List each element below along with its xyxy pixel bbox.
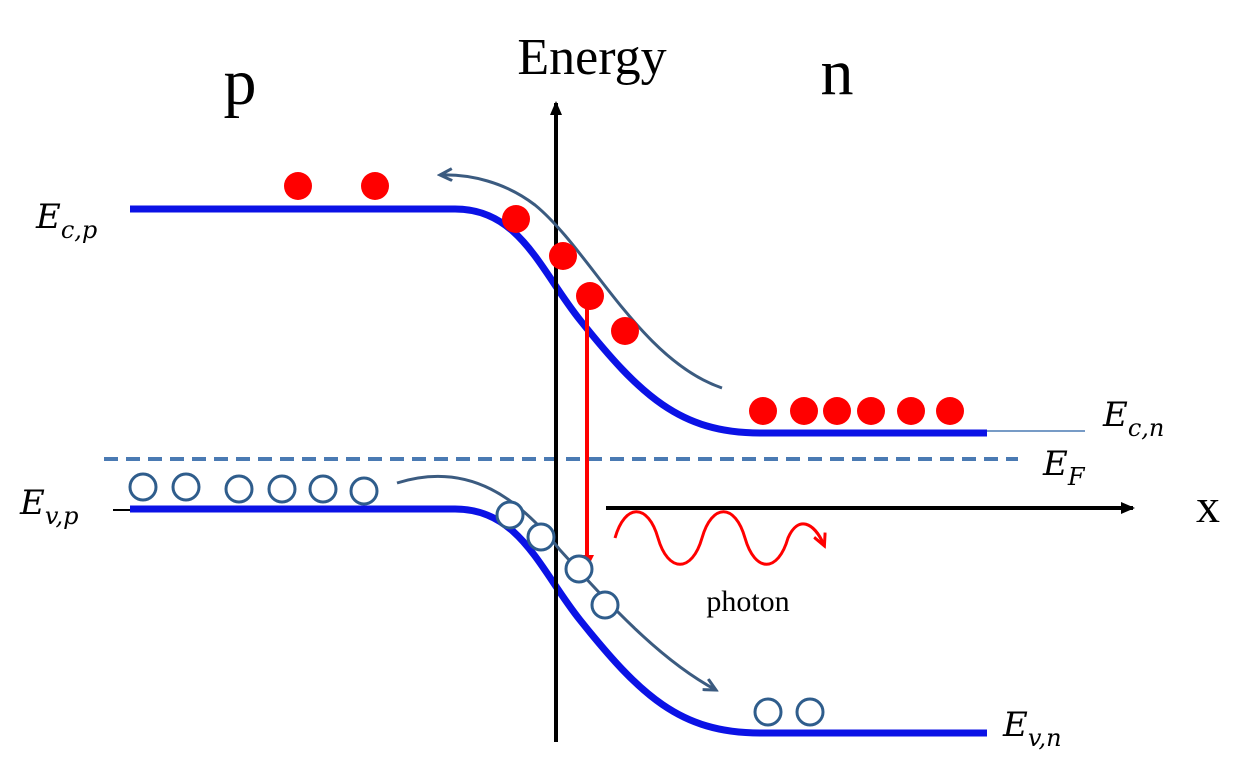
electron (823, 397, 851, 425)
photon-label: photon (706, 585, 789, 618)
ev-p-main: E (19, 483, 45, 523)
ec-p-main: E (35, 197, 61, 237)
electron (549, 242, 577, 270)
valence-band (130, 505, 987, 737)
electron (749, 397, 777, 425)
hole (564, 554, 594, 584)
ev-n-label: Ev,n (1002, 705, 1062, 752)
ev-p-label: Ev,p (19, 483, 79, 530)
photon-wave (613, 510, 824, 566)
ef-sub: F (1067, 463, 1086, 491)
electrons (284, 172, 964, 425)
region-p-label: p (224, 46, 257, 119)
holes (128, 472, 825, 727)
ef-label: EF (1042, 444, 1086, 491)
ec-n-main: E (1102, 395, 1128, 435)
electron (502, 205, 530, 233)
ec-p-label: Ec,p (35, 197, 97, 244)
electron (936, 397, 964, 425)
ec-p-sub: c,p (61, 216, 97, 244)
electron (897, 397, 925, 425)
electron (857, 397, 885, 425)
hole (526, 522, 556, 552)
energy-axis-label: Energy (517, 29, 666, 86)
ev-p-sub: v,p (45, 502, 79, 530)
electron-flow-arrow (440, 175, 723, 390)
hole-flow-arrow (396, 474, 716, 690)
x-axis-label: x (1196, 480, 1220, 533)
electron (576, 282, 604, 310)
hole (753, 697, 783, 727)
hole (267, 474, 297, 504)
hole (349, 476, 379, 506)
hole (128, 472, 158, 502)
electron (284, 172, 312, 200)
conduction-band (130, 205, 987, 437)
electron (790, 397, 818, 425)
electron (611, 317, 639, 345)
hole (590, 590, 620, 620)
hole (795, 697, 825, 727)
hole (224, 474, 254, 504)
ev-n-main: E (1002, 705, 1028, 745)
ec-n-sub: c,n (1128, 414, 1165, 442)
ec-n-label: Ec,n (1102, 395, 1164, 442)
hole (308, 474, 338, 504)
region-n-label: n (821, 36, 854, 109)
hole (495, 500, 525, 530)
electron (361, 172, 389, 200)
ef-main: E (1042, 444, 1068, 484)
ev-n-sub: v,n (1028, 724, 1062, 752)
hole (171, 472, 201, 502)
